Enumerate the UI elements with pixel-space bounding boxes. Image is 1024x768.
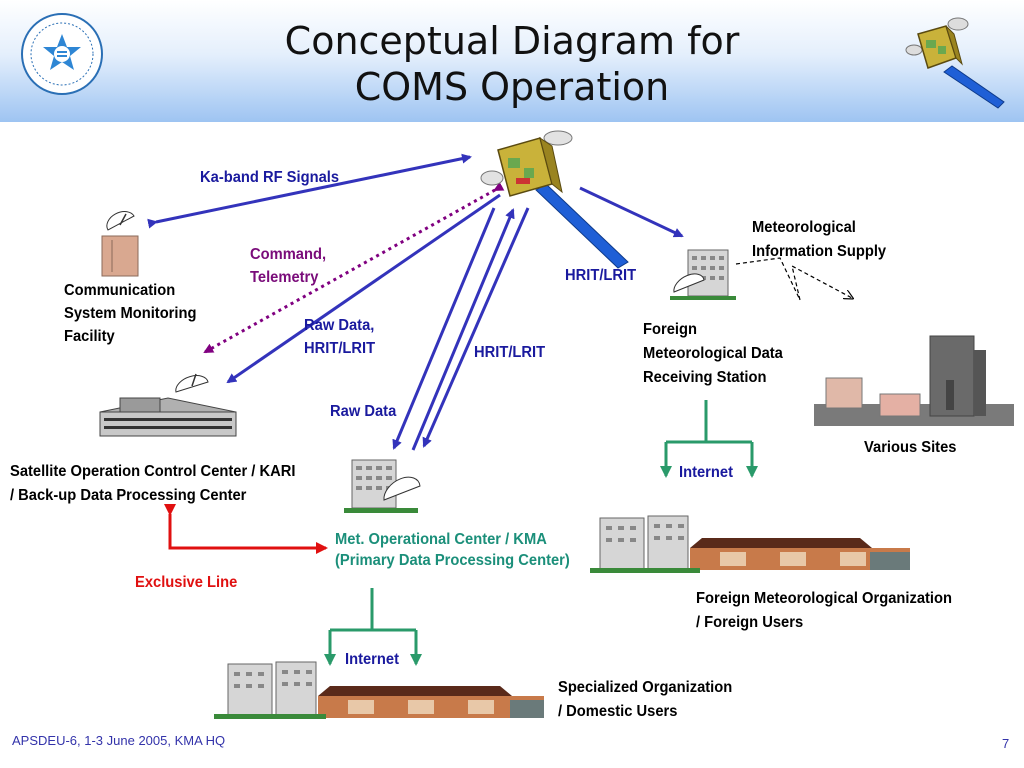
various-sites-skyline-icon (814, 335, 1014, 426)
socc-label-line-1: Satellite Operation Control Center / KAR… (10, 463, 296, 480)
foreign-org-label-line-2: / Foreign Users (696, 614, 804, 631)
moc-label-line-1: Met. Operational Center / KMA (335, 531, 547, 548)
foreign-station-label-line-1: Foreign (643, 321, 697, 338)
hrit-lrit-right-label: HRIT/LRIT (565, 267, 637, 284)
moc-building-icon (344, 459, 421, 513)
csmf-label-line-2: System Monitoring (64, 305, 197, 322)
internet-bottom-label: Internet (345, 651, 399, 668)
raw-hrit-to-socc-arrow (226, 193, 501, 384)
kma-emblem-logo (21, 13, 103, 95)
various-sites-label: Various Sites (864, 439, 957, 456)
met-info-label-line-2: Information Supply (752, 243, 887, 260)
raw-hrit-label-line-2: HRIT/LRIT (304, 340, 376, 357)
moc-label-line-2: (Primary Data Processing Center) (335, 552, 570, 569)
slide-footer: APSDEU-6, 1-3 June 2005, KMA HQ (12, 733, 226, 748)
exclusive-line-label: Exclusive Line (135, 574, 238, 591)
specialized-org-city-icon (214, 661, 544, 719)
met-info-supply-arrow (735, 257, 852, 301)
foreign-org-label-line-1: Foreign Meteorological Organization (696, 590, 952, 607)
title-line-1: Conceptual Diagram for (284, 19, 740, 63)
internet-right-label: Internet (679, 464, 733, 481)
foreign-station-label-line-3: Receiving Station (643, 369, 767, 386)
internet-fork-right (660, 400, 758, 478)
slide-title: Conceptual Diagram for COMS Operation (180, 18, 844, 110)
csmf-label-line-1: Communication (64, 282, 176, 299)
hrit-uplink-arrow (411, 208, 515, 451)
specialized-org-label-line-1: Specialized Organization (558, 679, 733, 696)
main-satellite-icon (480, 130, 629, 269)
csmf-antenna-icon (101, 211, 139, 277)
socc-label-line-2: / Back-up Data Processing Center (10, 487, 247, 504)
raw-data-label: Raw Data (330, 403, 397, 420)
specialized-org-label-line-2: / Domestic Users (558, 703, 678, 720)
socc-building-icon (99, 373, 237, 437)
slide-header (0, 0, 1024, 122)
internet-fork-bottom (324, 588, 422, 666)
command-label-line-2: Telemetry (250, 269, 319, 286)
header-satellite-icon (905, 17, 1005, 109)
title-line-2: COMS Operation (354, 65, 670, 109)
page-number: 7 (1002, 736, 1010, 751)
command-label-line-1: Command, (250, 246, 327, 263)
hrit-lrit-center-label: HRIT/LRIT (474, 344, 546, 361)
csmf-label-line-3: Facility (64, 328, 115, 345)
met-info-label-line-1: Meteorological (752, 219, 856, 236)
foreign-org-city-icon (590, 515, 910, 573)
exclusive-line-arrow (164, 504, 328, 554)
raw-hrit-label-line-1: Raw Data, (304, 317, 375, 334)
foreign-station-label-line-2: Meteorological Data (643, 345, 783, 362)
hrit-downlink-arrow (422, 207, 530, 448)
hrit-to-foreign-station-arrow (579, 186, 684, 238)
ka-band-label: Ka-band RF Signals (200, 169, 340, 186)
raw-data-downlink-arrow (392, 207, 496, 450)
foreign-station-building-icon (670, 249, 736, 300)
